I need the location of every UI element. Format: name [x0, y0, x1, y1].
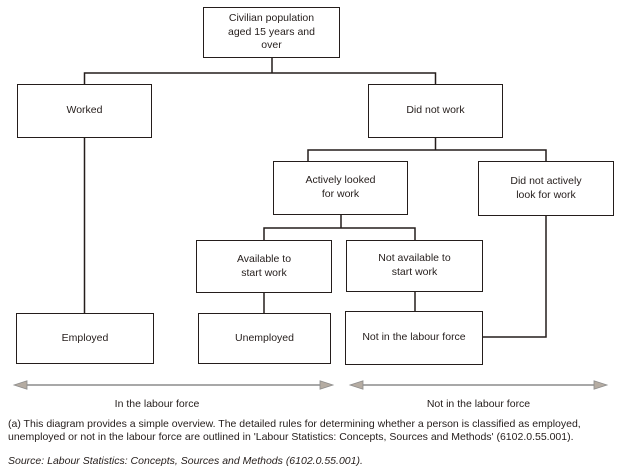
connector-actively-looked-split	[263, 215, 416, 240]
node-worked: Worked	[17, 84, 152, 138]
in-labour-force-arrow	[12, 380, 335, 390]
source-line: Source: Labour Statistics: Concepts, Sou…	[8, 455, 363, 467]
connector-civilian-split	[83, 58, 437, 84]
node-did-not-work: Did not work	[368, 84, 503, 138]
footnote-a: (a) This diagram provides a simple overv…	[8, 418, 581, 443]
in-labour-force-label: In the labour force	[114, 398, 200, 410]
node-unemployed: Unemployed	[198, 313, 331, 364]
node-not-available-to-start-work: Not available to start work	[346, 240, 483, 292]
connector-did-not-actively-to-nilf	[483, 216, 547, 338]
node-civilian-population: Civilian population aged 15 years and ov…	[203, 7, 340, 58]
node-actively-looked-for-work: Actively looked for work	[273, 161, 408, 215]
connector-did-not-work-split	[307, 138, 547, 161]
node-did-not-actively-look-for-work: Did not actively look for work	[478, 161, 614, 216]
not-in-labour-force-arrow	[348, 380, 609, 390]
node-not-in-the-labour-force: Not in the labour force	[345, 311, 483, 365]
node-employed: Employed	[16, 313, 154, 364]
not-in-labour-force-label: Not in the labour force	[426, 398, 531, 410]
node-available-to-start-work: Available to start work	[196, 240, 332, 293]
